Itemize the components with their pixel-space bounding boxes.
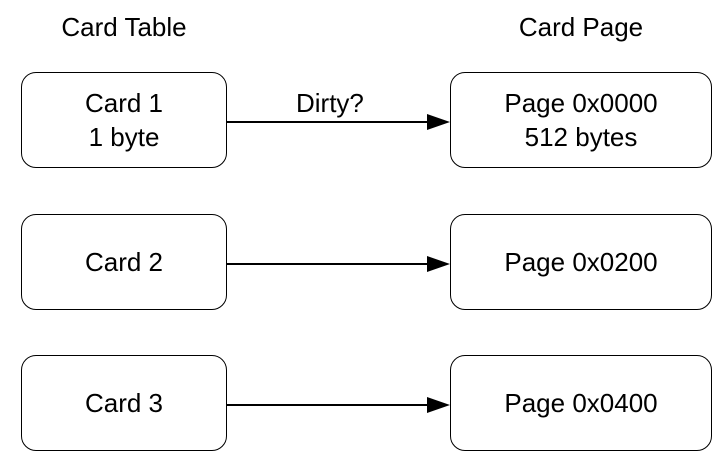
card-page-header: Card Page <box>518 12 644 42</box>
page-0400-box: Page 0x0400 <box>450 355 712 451</box>
dirty-edge-label: Dirty? <box>296 88 364 118</box>
card-2-box: Card 2 <box>21 214 227 310</box>
page-size-label: 512 bytes <box>524 122 638 152</box>
page-0000-box: Page 0x0000 512 bytes <box>450 72 712 168</box>
arrow-card-2-to-page-0200 <box>227 256 450 272</box>
arrowhead <box>427 397 450 413</box>
page-0400-label: Page 0x0400 <box>504 388 658 418</box>
card-2-label: Card 2 <box>84 247 164 277</box>
arrowhead <box>427 114 450 130</box>
page-0000-label: Page 0x0000 <box>504 88 658 118</box>
card-1-size: 1 byte <box>88 122 160 152</box>
card-1-box: Card 1 1 byte <box>21 72 227 168</box>
arrow-card-1-to-page-0000 <box>227 114 450 130</box>
card-3-box: Card 3 <box>21 355 227 451</box>
page-0200-box: Page 0x0200 <box>450 214 712 310</box>
card-1-label: Card 1 <box>84 88 164 118</box>
page-0200-label: Page 0x0200 <box>504 247 658 277</box>
arrow-card-3-to-page-0400 <box>227 397 450 413</box>
arrowhead <box>427 256 450 272</box>
card-3-label: Card 3 <box>84 388 164 418</box>
card-table-header: Card Table <box>61 12 187 42</box>
